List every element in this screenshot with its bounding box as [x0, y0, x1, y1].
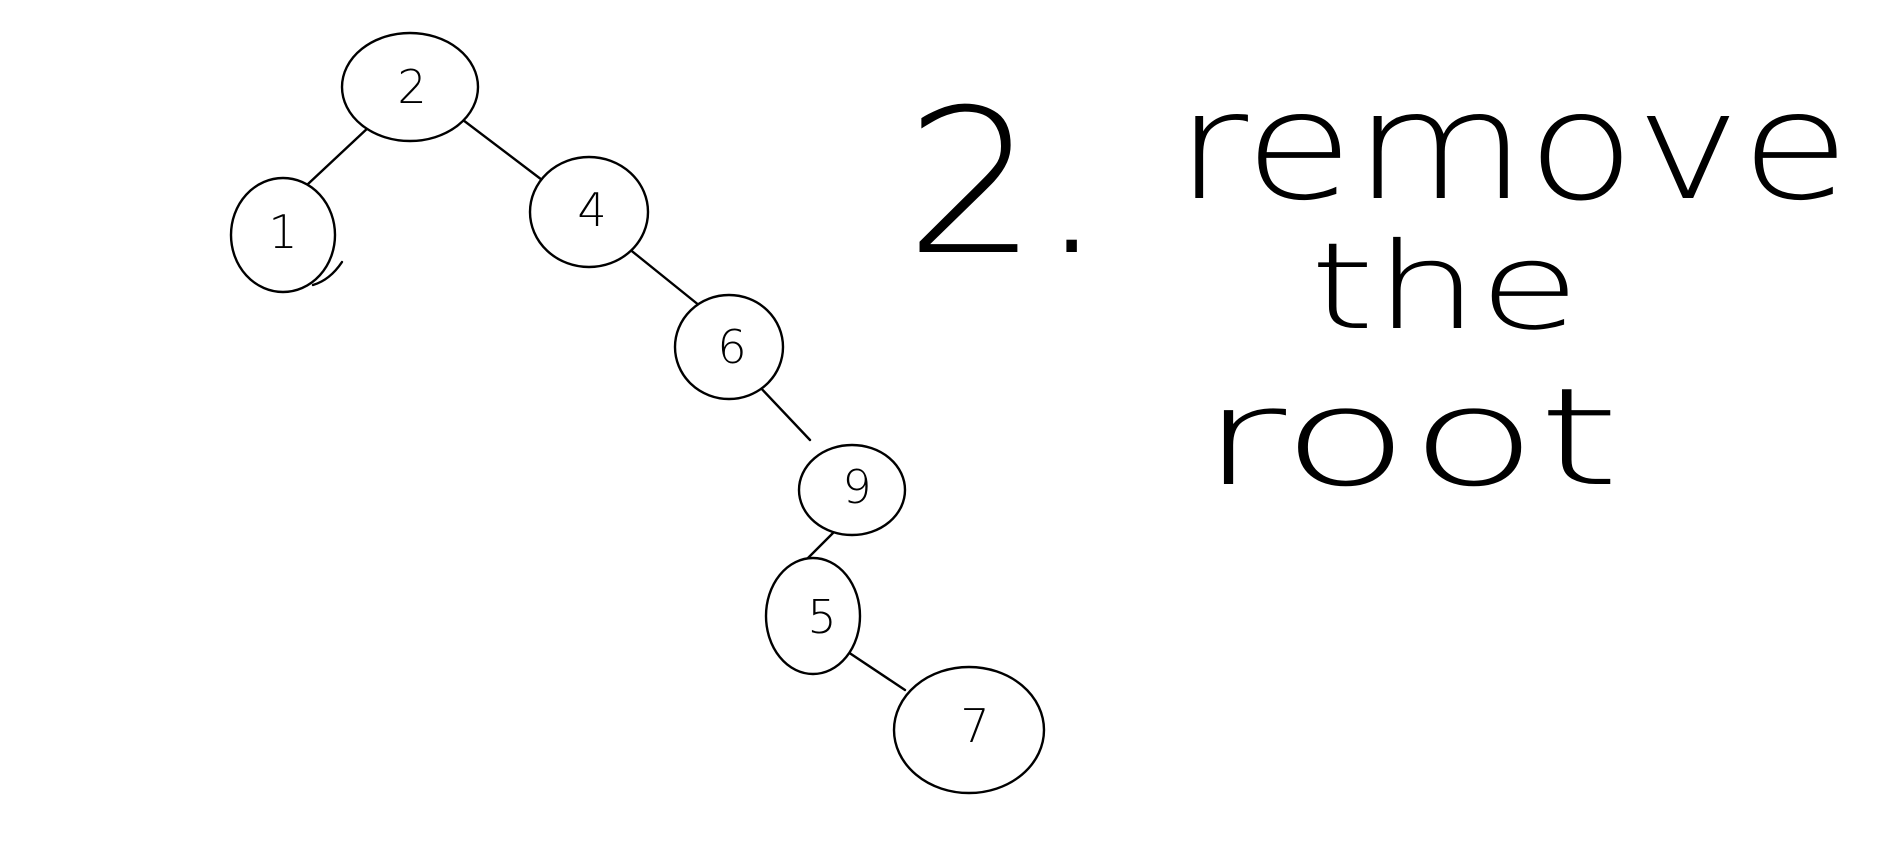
- node-label: 2: [397, 60, 426, 114]
- note-line-the: the: [1310, 218, 1580, 357]
- node-circle: [229, 176, 337, 294]
- node-circle: [673, 293, 785, 401]
- node-label: 9: [842, 460, 871, 514]
- node-label: 5: [807, 590, 836, 644]
- note-line-root: root: [1200, 359, 1620, 516]
- edge-6-9: [756, 383, 812, 442]
- tree-node-7: 7: [892, 665, 1046, 795]
- node-circle: [892, 665, 1046, 795]
- node-circle: [340, 31, 480, 143]
- tree-edges: [306, 118, 907, 692]
- node-label: 7: [960, 699, 989, 753]
- tree-node-6: 6: [673, 293, 785, 401]
- stray-stroke: [311, 260, 344, 287]
- edge-4-6: [626, 246, 702, 308]
- node-circle: [528, 155, 650, 269]
- tree-node-1: 1: [229, 176, 337, 294]
- node-label: 1: [268, 205, 297, 259]
- edge-5-7: [843, 648, 907, 692]
- edge-2-1: [306, 124, 372, 186]
- node-circle: [797, 443, 907, 537]
- handwritten-note: 2. remove the root: [905, 60, 1850, 516]
- node-label: 4: [577, 183, 606, 237]
- tree-node-2: 2: [340, 31, 480, 143]
- tree-node-9: 9: [797, 443, 907, 537]
- tree-node-5: 5: [764, 556, 862, 676]
- tree-node-4: 4: [528, 155, 650, 269]
- tree-nodes: 2 1 4 6 9 5 7: [229, 31, 1046, 795]
- node-label: 6: [717, 320, 746, 374]
- note-line-remove: remove: [1175, 60, 1850, 234]
- edge-2-4: [461, 118, 548, 185]
- note-step-number: 2.: [905, 67, 1105, 300]
- node-circle: [764, 556, 862, 676]
